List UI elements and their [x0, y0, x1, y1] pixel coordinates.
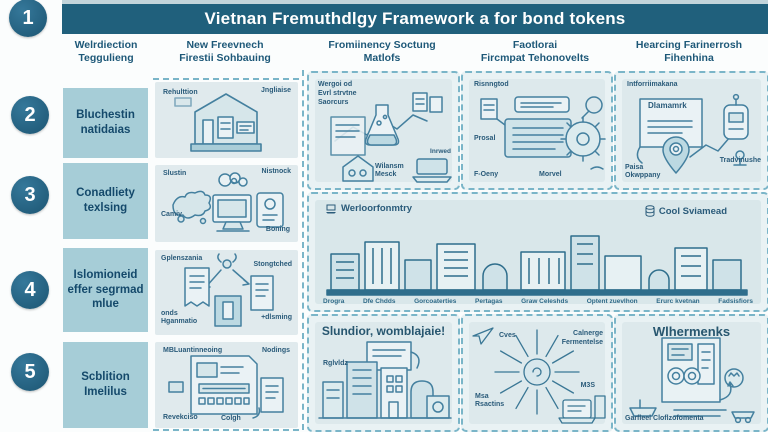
- step-circle-5: 5: [11, 353, 49, 391]
- panel-label: M3S: [580, 382, 595, 389]
- panel-label: Wilansm Mesck: [375, 162, 404, 179]
- step-number: 2: [24, 103, 36, 126]
- panel-label: Morvel: [539, 171, 562, 179]
- panel-label: Tradvinushe: [719, 157, 761, 165]
- step-number: 1: [22, 6, 34, 29]
- panel-regulation-house: Rehulttion Jngliaise: [155, 82, 298, 158]
- stage-label-4: Scblition Imelilus: [63, 342, 148, 428]
- database-icon: [645, 205, 655, 217]
- panel-label: Boning: [265, 226, 290, 234]
- document-list-icon: [168, 355, 284, 419]
- panel-label: Prosal: [474, 135, 496, 142]
- step-number: 4: [24, 278, 36, 301]
- panel-sunburst: Cves Calnerge Fermentelse M3S Msa Rsacti…: [461, 314, 613, 432]
- panel-label: Intforriimakana: [627, 81, 678, 88]
- panel-document-ledger: MBLuantinneoing Nodings Revekciso Colgh: [155, 342, 298, 428]
- panel-label: Revekciso: [163, 414, 198, 422]
- panel-label: Jngliaise: [261, 87, 291, 94]
- workflow-title-text: Werloorfonmtry: [341, 203, 413, 214]
- panel-label: Risnngtod: [474, 81, 509, 88]
- footnote: Fadsisfiors: [718, 298, 753, 305]
- top-strip: [62, 0, 768, 4]
- footnote: Graw Celeshds: [521, 298, 569, 305]
- column-divider: [302, 70, 304, 430]
- panel-label: onds Hganmatio: [161, 309, 198, 326]
- footnote: Pertagas: [475, 298, 503, 305]
- column-header-5: Hearcing Farinerrosh Fihenhina: [635, 39, 743, 65]
- column-header-3: Fromiinency Soctung Matlofs: [328, 39, 436, 65]
- storage-title-text: Cool Sviamead: [658, 205, 727, 217]
- panel-label: Rehulttion: [163, 89, 198, 96]
- panel-title: Slundior, womblajaie!: [321, 324, 446, 338]
- documents-arrows-icon: [184, 253, 274, 327]
- city-skyline-icon: [326, 235, 748, 296]
- gear-document-icon: [480, 96, 606, 170]
- column-header-2: New Freevnech Firestii Sohbauing: [179, 39, 271, 65]
- panel-label: Rglvldz: [323, 360, 348, 367]
- footnote: Gorcoaterties: [414, 298, 457, 305]
- laptop-icon: [326, 204, 336, 213]
- house-icon: [174, 93, 262, 152]
- panel-documents-split: Gplenszania Stongtched onds Hganmatio +d…: [155, 250, 298, 335]
- step-circle-1: 1: [9, 0, 47, 37]
- footnote: Optent zuevlhon: [586, 298, 638, 305]
- panel-label: MBLuantinneoing: [163, 347, 223, 354]
- step-number: 5: [24, 360, 36, 383]
- panel-label: Slustin: [163, 170, 187, 177]
- monitor-globe-icon: [172, 172, 284, 232]
- panel-label: Nistnock: [261, 168, 291, 175]
- footnote: Erurc kvetnan: [656, 298, 700, 305]
- panel-label: Garfleel Cloflzofomenta: [625, 415, 704, 423]
- panel-label: Nodings: [262, 347, 290, 354]
- panel-caption: Wergoi od Evrl strvtne Saorcurs: [318, 81, 357, 106]
- panel-label: Cves: [499, 332, 516, 339]
- dash-rule-bottom: [153, 429, 299, 431]
- step-circle-4: 4: [11, 271, 49, 309]
- panel-city-skyline: Werloorfonmtry Cool Sviamead Drogra Dfe …: [307, 192, 768, 312]
- panel-label: F-Oeny: [474, 171, 499, 179]
- step-circle-2: 2: [11, 96, 49, 134]
- panel-label: Stongtched: [253, 261, 293, 268]
- step-circle-3: 3: [11, 176, 49, 214]
- stage-label-3: Islomioneid effer segrmad mlue: [63, 248, 148, 332]
- laptop-label: Inrwed: [430, 147, 451, 155]
- dash-rule-top: [153, 78, 299, 80]
- workflow-title: Werloorfonmtry: [325, 203, 412, 214]
- skyline-footnotes: Drogra Dfe Chdds Gorcoaterties Pertagas …: [323, 298, 753, 305]
- footnote: Drogra: [323, 298, 345, 305]
- document-title: Dlamamrk: [648, 101, 687, 110]
- panel-contract-robot: Intforriimakana Dlamamrk Paisa Okwppany …: [614, 71, 768, 190]
- footnote: Dfe Chdds: [362, 298, 396, 305]
- panel-title: Wlhermenks: [652, 324, 731, 339]
- buildings-icon: [318, 341, 452, 419]
- flask-chart-icon: [330, 92, 452, 183]
- panel-label: +dlsming: [261, 314, 292, 322]
- panel-gear-document: Risnngtod Prosal F-Oeny Morvel: [461, 71, 613, 190]
- panel-machinery: Wlhermenks Garfleel Cloflzofomenta: [614, 314, 768, 432]
- panel-flask-chart: Wergoi od Evrl strvtne Saorcurs Inrwed W…: [307, 71, 460, 190]
- panel-label: Calnerge Fermentelse: [561, 330, 603, 346]
- panel-label: Gplenszania: [161, 255, 203, 262]
- sunburst-icon: [472, 327, 606, 424]
- column-header-4: Faotlorai Fircmpat Tehonovelts: [480, 39, 590, 65]
- document-pin-robot-icon: [636, 93, 749, 174]
- panel-label: Colgh: [221, 415, 241, 423]
- stage-label-2: Conadliety texlsing: [63, 163, 148, 239]
- step-number: 3: [24, 183, 36, 206]
- door-panel-icon: [629, 337, 755, 424]
- storage-title: Cool Sviamead: [645, 205, 727, 217]
- stage-label-1: Bluchestin natidaias: [63, 88, 148, 158]
- panel-label: Paisa Okwppany: [625, 163, 661, 180]
- column-header-1: Welrdiection Teggulieng: [74, 39, 138, 65]
- panel-label: Msa Rsactins: [475, 392, 505, 409]
- panel-city-buildings: Slundior, womblajaie! Rglvldz: [307, 314, 460, 432]
- page-title: Vietnan Fremuthdlgy Framework a for bond…: [62, 4, 768, 34]
- panel-network-monitor: Slustin Nistnock Camiv Boning: [155, 165, 298, 242]
- panel-label: Camiv: [161, 211, 183, 218]
